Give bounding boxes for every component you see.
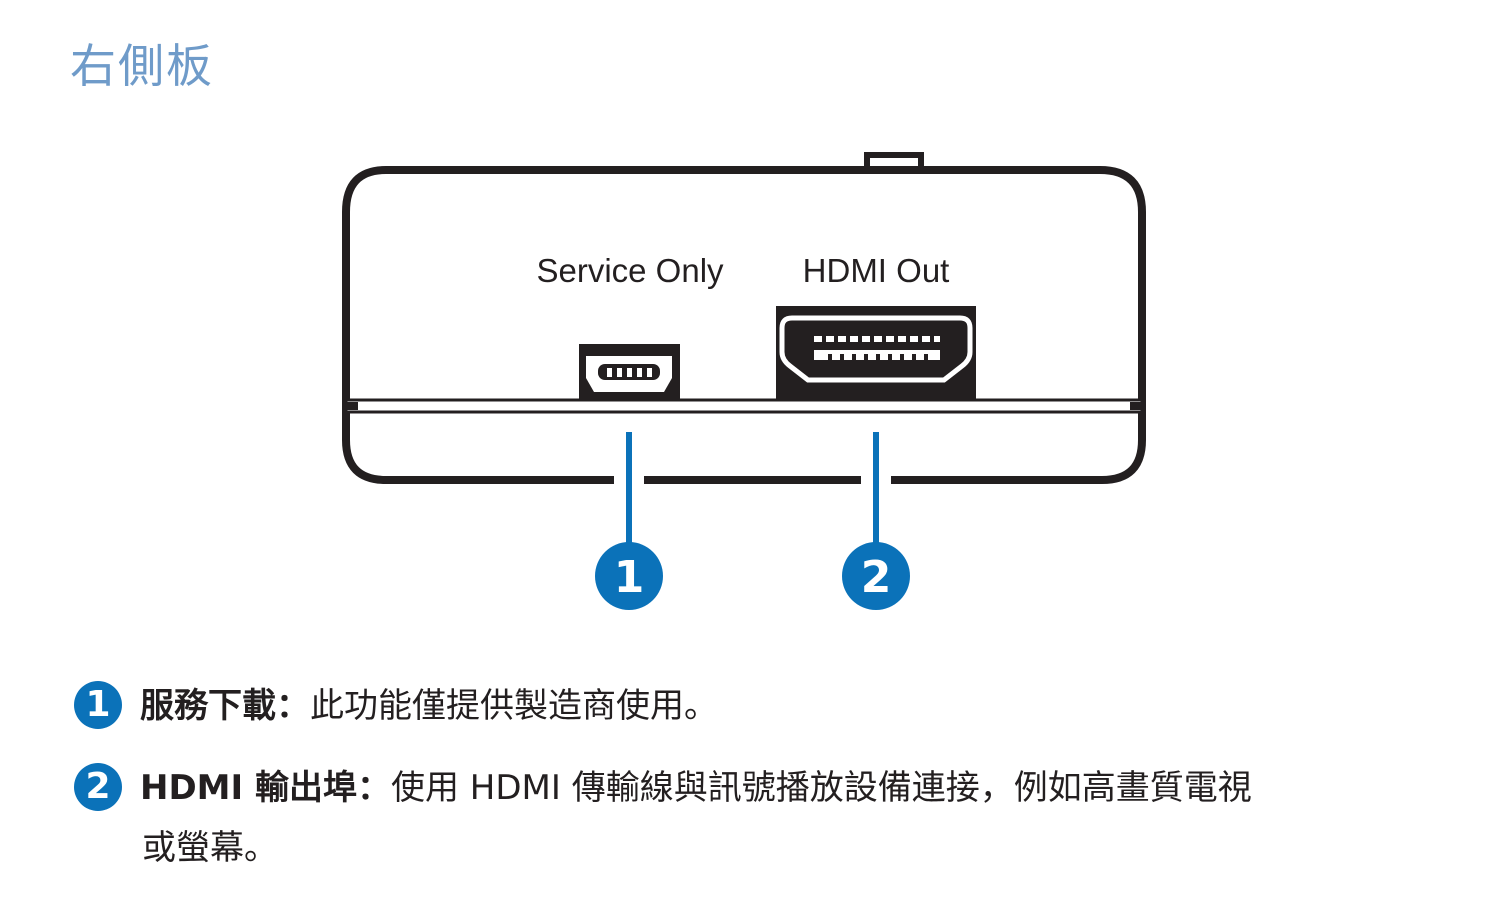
item-separator: ： bbox=[276, 686, 310, 726]
description-item-1: 1 服務下載：此功能僅提供製造商使用。 bbox=[74, 676, 718, 736]
callout-badge-1: 1 bbox=[595, 542, 663, 610]
number-badge: 2 bbox=[74, 762, 122, 811]
item-text: 使用 HDMI 傳輸線與訊號播放設備連接，例如高畫質電視 bbox=[391, 768, 1252, 808]
number-badge: 1 bbox=[74, 680, 122, 729]
hdmi-port-icon bbox=[776, 306, 976, 400]
item-term: HDMI 輸出埠 bbox=[140, 768, 357, 808]
svg-text:2: 2 bbox=[861, 552, 892, 603]
callout-line-2 bbox=[861, 432, 891, 560]
item-text-continued: 或螢幕。 bbox=[142, 828, 278, 868]
page-title: 右側板 bbox=[70, 39, 214, 93]
description-item-2: 2 HDMI 輸出埠：使用 HDMI 傳輸線與訊號播放設備連接，例如高畫質電視 或… bbox=[74, 758, 1252, 878]
item-separator: ： bbox=[357, 768, 391, 808]
callout-line-1 bbox=[614, 432, 644, 560]
item-term: 服務下載 bbox=[140, 686, 276, 726]
item-text: 此功能僅提供製造商使用。 bbox=[310, 686, 718, 726]
svg-text:1: 1 bbox=[614, 552, 645, 603]
device-side-panel-diagram: Service Only HDMI Out bbox=[342, 152, 1146, 610]
callout-badge-2: 2 bbox=[842, 542, 910, 610]
device-enclosure bbox=[342, 152, 1146, 484]
hdmi-out-label: HDMI Out bbox=[803, 252, 950, 289]
service-only-label: Service Only bbox=[536, 252, 724, 289]
mini-usb-port-icon bbox=[579, 344, 680, 400]
